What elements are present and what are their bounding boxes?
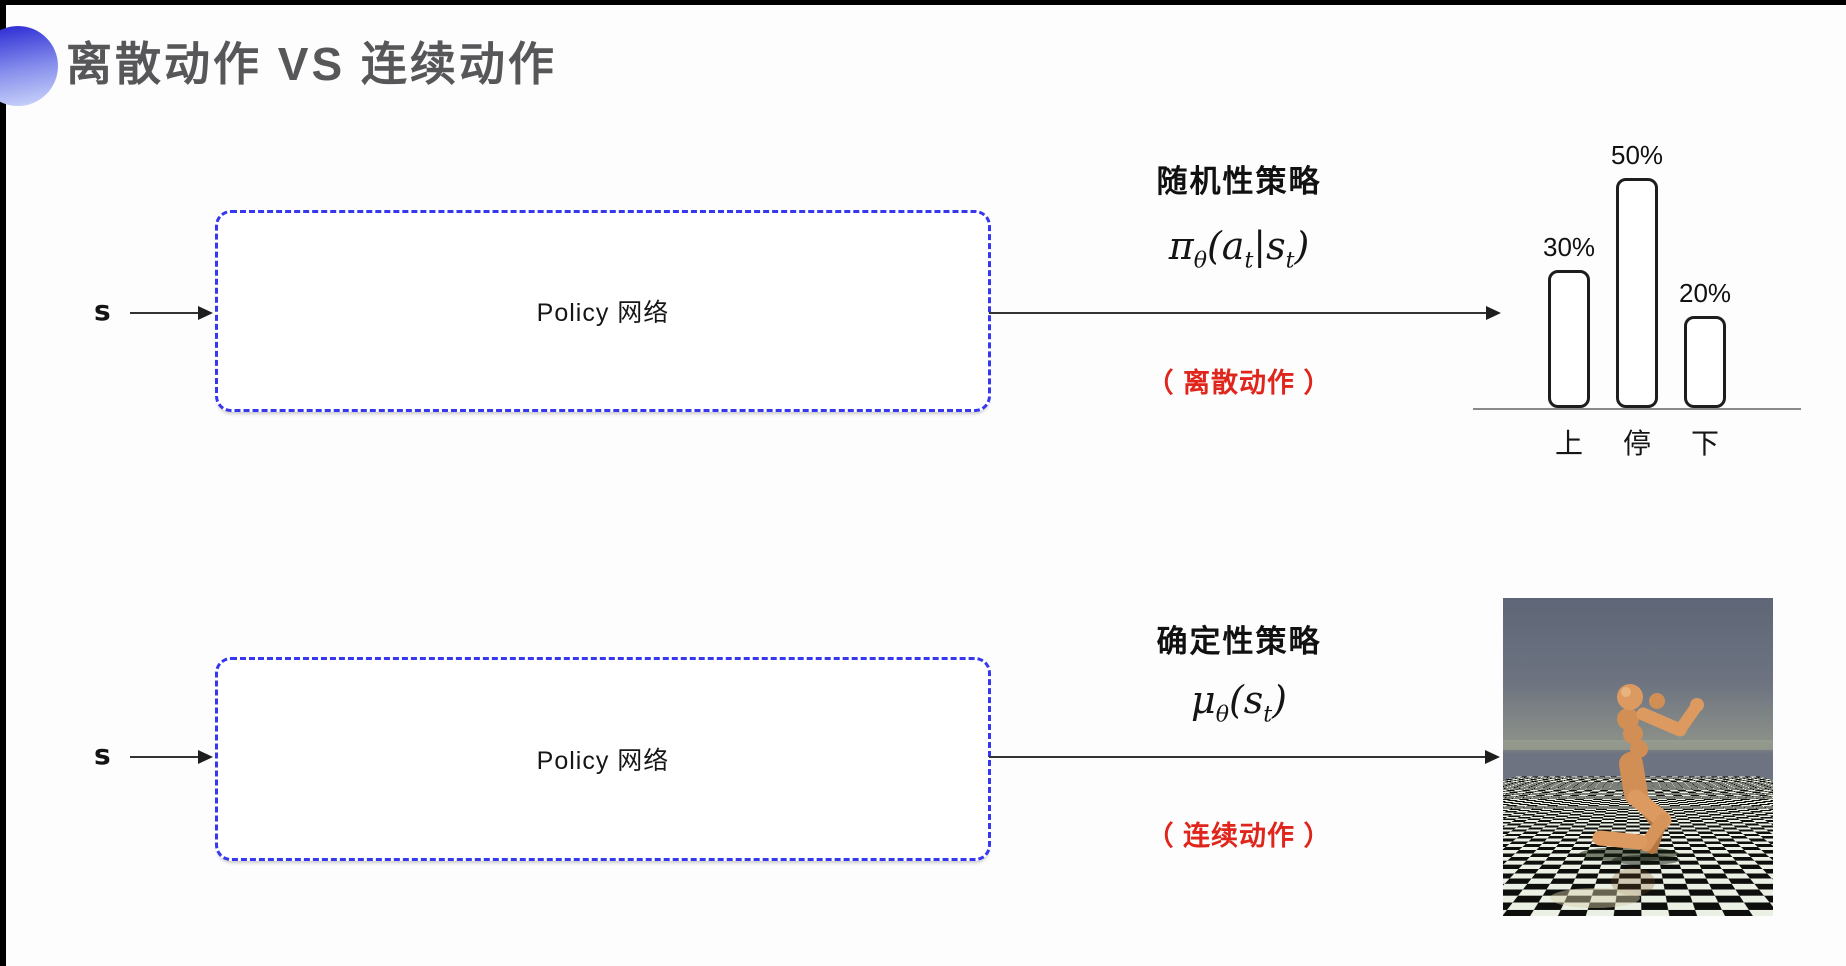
policy-network-label-bottom: Policy 网络 [536, 747, 670, 775]
letterbox-left [0, 0, 6, 966]
formula-text: ) [1294, 224, 1310, 268]
bar-value-label: 20% [1678, 278, 1732, 308]
continuous-action-note: （ 连续动作 ） [1146, 821, 1332, 851]
bar-column-停: 50% [1611, 140, 1663, 408]
bar-value-label: 30% [1542, 232, 1596, 262]
discrete-action-bar-chart: 30% 50% 20% 上 停 下 [1473, 112, 1801, 462]
state-input-label-bottom: s [94, 738, 111, 771]
policy-network-label-top: Policy 网络 [536, 299, 670, 327]
formula-subscript: t [1263, 702, 1273, 728]
formula-text: ) [1272, 678, 1287, 722]
stochastic-policy-formula: πθ(at|st) [1074, 224, 1404, 274]
formula-subscript: θ [1215, 702, 1229, 728]
output-arrow-bottom [989, 750, 1500, 764]
scene-sky [1503, 598, 1773, 750]
policy-network-box-bottom: Policy 网络 [215, 657, 991, 861]
formula-symbol: π [1168, 224, 1194, 268]
formula-subscript: θ [1193, 248, 1207, 274]
page-title: 离散动作 VS 连续动作 [66, 38, 557, 90]
humanoid-simulation-image [1503, 598, 1773, 916]
formula-subscript: t [1285, 248, 1295, 274]
deterministic-policy-formula: μθ(st) [1074, 678, 1404, 728]
bar-column-下: 20% [1679, 278, 1731, 408]
bar-column-上: 30% [1543, 232, 1595, 408]
humanoid-robot-figure [1550, 684, 1704, 908]
title-decoration-circle [0, 26, 58, 106]
bar-chart-category-row: 上停下 [1473, 410, 1801, 462]
deterministic-policy-title: 确定性策略 [1156, 624, 1322, 659]
category-label-上: 上 [1554, 428, 1583, 459]
formula-subscript: t [1244, 248, 1254, 274]
state-input-label-top: s [94, 294, 111, 327]
formula-text: |s [1253, 224, 1286, 268]
discrete-action-note: （ 离散动作 ） [1146, 368, 1332, 398]
letterbox-top [0, 0, 1846, 5]
bar-chart-plot-area: 30% 50% 20% [1473, 112, 1801, 410]
policy-network-box-top: Policy 网络 [215, 210, 991, 412]
category-label-停: 停 [1622, 428, 1651, 459]
bar-下 [1684, 316, 1726, 408]
output-arrow-top [989, 306, 1501, 320]
bar-value-label: 50% [1610, 140, 1664, 170]
stochastic-policy-title: 随机性策略 [1156, 164, 1322, 199]
formula-text: (a [1206, 224, 1245, 268]
bar-上 [1548, 270, 1590, 408]
input-arrow-top [130, 306, 213, 320]
formula-text: (s [1228, 678, 1264, 722]
input-arrow-bottom [130, 750, 213, 764]
bar-停 [1616, 178, 1658, 408]
formula-symbol: μ [1191, 678, 1216, 722]
category-label-下: 下 [1690, 428, 1719, 459]
